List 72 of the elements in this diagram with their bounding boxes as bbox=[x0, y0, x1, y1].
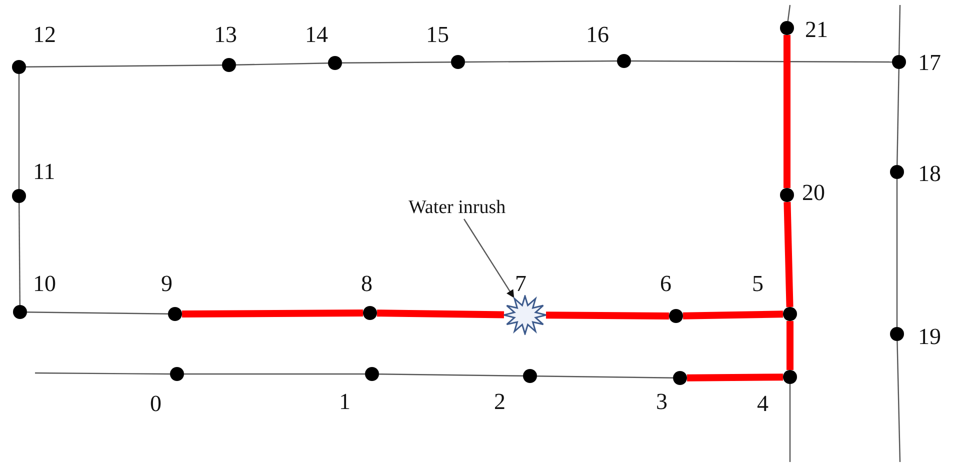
pipe-line bbox=[27, 312, 168, 314]
node-number: 14 bbox=[305, 23, 328, 47]
junction-dot bbox=[222, 58, 236, 72]
pipe-line bbox=[896, 340, 901, 462]
node-number: 0 bbox=[150, 392, 162, 416]
pipe-line bbox=[787, 4, 791, 22]
leader-arrow bbox=[464, 218, 514, 298]
pipe-line bbox=[465, 60, 617, 63]
node-number: 15 bbox=[426, 23, 449, 47]
pipe-line bbox=[18, 74, 20, 189]
node-number: 17 bbox=[918, 51, 941, 75]
node-number: 20 bbox=[802, 181, 825, 205]
node-number: 16 bbox=[586, 23, 609, 47]
junction-dot bbox=[12, 60, 26, 74]
pipe-line bbox=[184, 373, 365, 375]
node-number: 3 bbox=[656, 390, 668, 414]
pipe-line bbox=[896, 68, 900, 166]
pipe-line bbox=[26, 64, 222, 68]
node-number: 11 bbox=[33, 160, 56, 184]
pipe-line bbox=[631, 60, 892, 63]
pipe-line bbox=[35, 372, 170, 375]
highlighted-pipe-line bbox=[376, 310, 504, 318]
starburst-symbol bbox=[503, 295, 547, 335]
junction-dot bbox=[365, 367, 379, 381]
node-number: 5 bbox=[752, 272, 764, 296]
junction-dot bbox=[451, 55, 465, 69]
node-number: 13 bbox=[214, 23, 237, 47]
pipe-line bbox=[898, 4, 901, 56]
pipe-line bbox=[342, 62, 451, 64]
junction-dot bbox=[780, 21, 794, 35]
junction-dot bbox=[170, 367, 184, 381]
node-number: 19 bbox=[918, 325, 941, 349]
junction-dot bbox=[13, 305, 27, 319]
node-number: 18 bbox=[918, 162, 941, 186]
node-number: 8 bbox=[361, 272, 372, 296]
callout-text: Water inrush bbox=[408, 197, 506, 219]
node-number: 6 bbox=[660, 272, 672, 296]
junction-dot bbox=[780, 188, 794, 202]
junction-dot bbox=[892, 55, 906, 69]
junction-dot bbox=[363, 306, 377, 320]
pipe-line bbox=[379, 374, 523, 376]
node-number: 12 bbox=[33, 23, 56, 47]
highlighted-pipe-line bbox=[784, 202, 794, 308]
highlighted-pipe-line bbox=[546, 312, 670, 320]
junction-dot bbox=[890, 327, 904, 341]
junction-dot bbox=[617, 54, 631, 68]
node-number: 1 bbox=[339, 390, 350, 414]
node-number: 9 bbox=[161, 272, 172, 296]
highlighted-pipe-line bbox=[686, 374, 784, 382]
pipe-line bbox=[236, 62, 328, 66]
junction-dot bbox=[783, 307, 797, 321]
junction-dot bbox=[12, 189, 26, 203]
junction-dot bbox=[783, 370, 797, 384]
highlighted-pipe-line bbox=[786, 321, 794, 370]
junction-dot bbox=[890, 165, 904, 179]
node-number: 21 bbox=[805, 18, 828, 42]
pipe-line bbox=[896, 179, 898, 327]
pipe-line bbox=[537, 376, 673, 378]
node-number: 7 bbox=[515, 272, 526, 296]
highlighted-pipe-line bbox=[784, 35, 790, 188]
node-number: 2 bbox=[494, 390, 506, 414]
pipe-line bbox=[789, 384, 791, 462]
highlighted-pipe-line bbox=[682, 310, 784, 320]
highlighted-pipe-line bbox=[182, 310, 364, 318]
node-number: 10 bbox=[33, 272, 56, 296]
junction-dot bbox=[328, 56, 342, 70]
junction-dot bbox=[673, 371, 687, 385]
node-number: 4 bbox=[757, 392, 768, 416]
junction-dot bbox=[669, 309, 683, 323]
pipe-line bbox=[18, 203, 20, 305]
junction-dot bbox=[523, 369, 537, 383]
junction-dot bbox=[168, 307, 182, 321]
